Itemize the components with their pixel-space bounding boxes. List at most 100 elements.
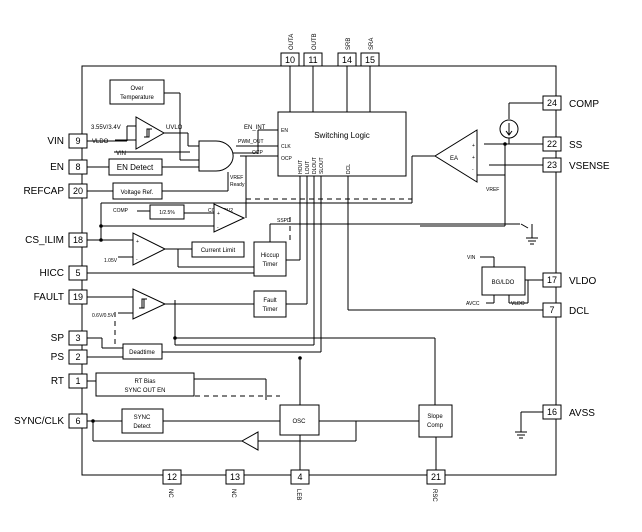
svg-text:1.05V: 1.05V bbox=[104, 258, 118, 264]
deadtime-block: Deadtime bbox=[122, 343, 163, 360]
current-limit-block: Current Limit bbox=[191, 241, 245, 258]
svg-text:15: 15 bbox=[365, 55, 375, 65]
svg-text:2: 2 bbox=[75, 352, 80, 362]
svg-text:PWM_OUT: PWM_OUT bbox=[238, 139, 264, 145]
svg-text:Slope: Slope bbox=[427, 414, 443, 420]
en-detect-block: EN Detect bbox=[108, 158, 163, 176]
rt-bias-block: RT Bias SYNC OUT EN bbox=[95, 372, 195, 397]
uvlo-comparator: 3.55V/3.4V VLDO UVLO VIN bbox=[91, 116, 183, 157]
svg-text:FAULT: FAULT bbox=[34, 292, 64, 303]
svg-text:+: + bbox=[136, 239, 139, 245]
pin-14: 14 SRB bbox=[337, 38, 357, 67]
pin-12-nc: 12 NC bbox=[162, 469, 182, 498]
svg-text:SLOUT: SLOUT bbox=[319, 157, 325, 174]
svg-text:23: 23 bbox=[547, 160, 557, 170]
svg-text:SP: SP bbox=[51, 333, 65, 344]
svg-text:AVSS: AVSS bbox=[569, 408, 595, 419]
svg-text:-: - bbox=[217, 225, 219, 231]
pin-17-vldo: 17 VLDO bbox=[542, 272, 596, 288]
svg-text:1/2.5%: 1/2.5% bbox=[159, 210, 175, 216]
svg-text:11: 11 bbox=[308, 55, 317, 65]
junction-dots bbox=[91, 142, 507, 423]
svg-text:Current Limit: Current Limit bbox=[201, 248, 236, 254]
pin-21-rsc: 21 RSC bbox=[426, 469, 446, 502]
svg-text:VLDO: VLDO bbox=[511, 301, 525, 307]
svg-text:-: - bbox=[472, 167, 474, 173]
fault-timer-block: Fault Timer bbox=[253, 290, 287, 318]
over-temperature-block: Over Temperature bbox=[109, 79, 165, 105]
pin-23-vsense: 23 VSENSE bbox=[542, 157, 610, 173]
pin-20-refcap: 20 REFCAP bbox=[23, 183, 88, 199]
compov-ratio-block: 1/2.5% bbox=[149, 204, 185, 220]
svg-text:20: 20 bbox=[73, 186, 83, 196]
svg-text:3.55V/3.4V: 3.55V/3.4V bbox=[91, 125, 121, 131]
bg-ldo-block: BG/LDO VIN AVCC VLDO bbox=[466, 255, 526, 307]
svg-text:SYNC: SYNC bbox=[134, 415, 151, 421]
svg-text:19: 19 bbox=[73, 292, 83, 302]
hiccup-timer-block: Hiccup Timer bbox=[253, 241, 287, 277]
svg-text:NC: NC bbox=[230, 489, 236, 498]
slope-comp-block: Slope Comp bbox=[418, 404, 453, 438]
pin-24-comp: 24 COMP bbox=[542, 95, 599, 111]
svg-text:VREF: VREF bbox=[486, 187, 499, 193]
voltage-ref-block: Voltage Ref. bbox=[112, 182, 163, 200]
svg-text:CS_ILIM: CS_ILIM bbox=[25, 235, 64, 246]
svg-text:VLDO: VLDO bbox=[92, 139, 109, 145]
svg-text:OCP: OCP bbox=[281, 156, 293, 162]
svg-text:EA: EA bbox=[450, 156, 458, 162]
svg-text:OCP: OCP bbox=[252, 150, 264, 156]
sync-detect-block: SYNC Detect bbox=[121, 408, 164, 434]
pin-1-rt: 1 RT bbox=[51, 373, 88, 389]
svg-text:17: 17 bbox=[547, 275, 557, 285]
svg-text:AVCC: AVCC bbox=[466, 301, 480, 307]
pin-9-vin: 9 VIN bbox=[47, 133, 88, 149]
svg-text:+: + bbox=[472, 143, 475, 149]
pin-13-nc: 13 NC bbox=[225, 469, 245, 498]
svg-text:24: 24 bbox=[547, 98, 557, 108]
error-amplifier: EA + + - VREF bbox=[434, 129, 499, 193]
svg-text:+: + bbox=[217, 211, 220, 217]
pin-6-sync-clk: 6 SYNC/CLK bbox=[14, 413, 88, 429]
pin-7-dcl: 7 DCL bbox=[542, 302, 589, 318]
pin-11: 11 OUTB bbox=[303, 33, 323, 67]
sync-out-buffer bbox=[240, 431, 259, 451]
svg-text:3: 3 bbox=[75, 333, 80, 343]
svg-text:Timer: Timer bbox=[262, 262, 277, 268]
svg-text:BG/LDO: BG/LDO bbox=[492, 280, 515, 286]
svg-text:OSC: OSC bbox=[292, 419, 306, 425]
pin-2-ps: 2 PS bbox=[51, 349, 88, 365]
svg-text:SS: SS bbox=[569, 140, 583, 151]
svg-text:EN: EN bbox=[50, 162, 64, 173]
svg-text:SSPD: SSPD bbox=[277, 218, 291, 224]
pin-4-leb: 4 LEB bbox=[290, 469, 310, 500]
svg-text:Comp: Comp bbox=[427, 423, 444, 429]
svg-text:EN: EN bbox=[281, 128, 288, 134]
current-limit-comparator: + - bbox=[132, 232, 167, 266]
svg-text:9: 9 bbox=[75, 136, 80, 146]
svg-text:13: 13 bbox=[230, 472, 240, 482]
pin-22-ss: 22 SS bbox=[542, 136, 583, 152]
svg-text:VSENSE: VSENSE bbox=[569, 161, 610, 172]
svg-text:Voltage Ref.: Voltage Ref. bbox=[121, 190, 154, 196]
svg-text:Hiccup: Hiccup bbox=[261, 253, 280, 259]
svg-text:EN Detect: EN Detect bbox=[117, 163, 154, 172]
svg-text:VLDO: VLDO bbox=[569, 276, 596, 287]
wiring bbox=[87, 66, 543, 470]
osc-block: OSC bbox=[279, 404, 320, 436]
svg-text:SRB: SRB bbox=[346, 38, 352, 50]
pin-8-en: 8 EN bbox=[50, 159, 88, 175]
svg-text:SRA: SRA bbox=[369, 38, 375, 50]
svg-text:5: 5 bbox=[75, 268, 80, 278]
svg-text:HOUT: HOUT bbox=[298, 160, 304, 174]
svg-text:Over: Over bbox=[130, 86, 143, 92]
svg-text:0.6V/0.5V: 0.6V/0.5V bbox=[92, 313, 115, 319]
svg-text:22: 22 bbox=[547, 139, 557, 149]
svg-text:1: 1 bbox=[75, 376, 80, 386]
pin-10: 10 OUTA bbox=[280, 34, 300, 67]
svg-text:12: 12 bbox=[167, 472, 177, 482]
svg-text:Temperature: Temperature bbox=[120, 95, 154, 101]
svg-text:COMP: COMP bbox=[113, 208, 129, 214]
svg-text:VREF: VREF bbox=[230, 175, 243, 181]
svg-text:DCL: DCL bbox=[569, 306, 589, 317]
